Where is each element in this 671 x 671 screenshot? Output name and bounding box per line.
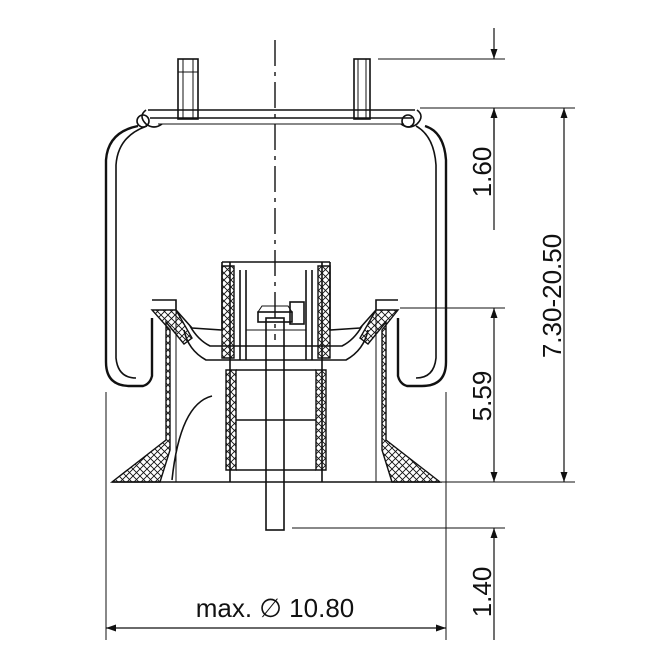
right-mounting-stud: [353, 58, 371, 120]
piston-height-label: 5.59: [467, 371, 497, 422]
stroke-range-label: 7.30-20.50: [537, 234, 567, 358]
max-diameter-label: max. ∅ 10.80: [196, 593, 355, 623]
upper-height-label: 1.60: [467, 147, 497, 198]
rubber-bellows: [104, 114, 448, 388]
piston: [109, 261, 443, 483]
dimension-lines: [106, 28, 568, 640]
extension-lines: [105, 58, 575, 640]
stud-length-label: 1.40: [467, 567, 497, 618]
left-mounting-stud: [177, 58, 199, 120]
